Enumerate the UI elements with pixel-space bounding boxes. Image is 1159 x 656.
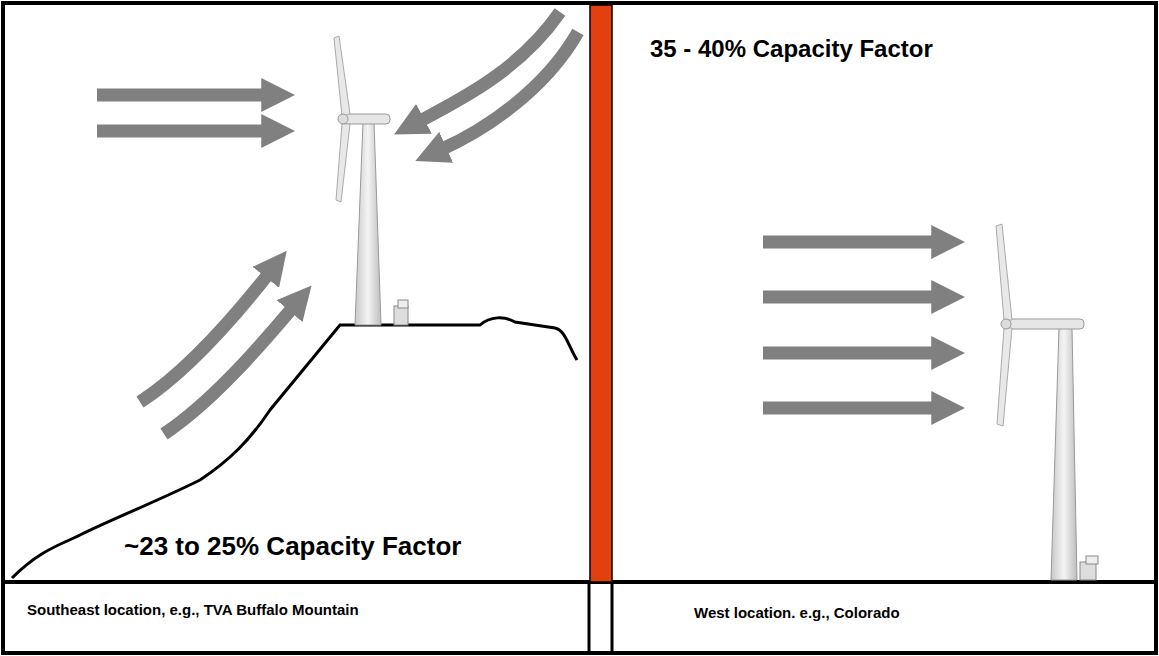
capacity-factor-label: 35 - 40% Capacity Factor [650,35,933,63]
divider [588,582,591,653]
wind-arrows [97,12,578,434]
panel: ~23 to 25% Capacity Factor [10,5,590,582]
caption-cell: Southeast location, e.g., TVA Buffalo Mo… [5,584,589,652]
location-caption: Southeast location, e.g., TVA Buffalo Mo… [27,601,359,618]
wind-arrows [763,242,938,408]
wind-turbine [996,224,1098,580]
divider [611,582,614,653]
caption-cell: West location. e.g., Colorado [614,584,1154,652]
mountain-outline [12,318,577,578]
location-caption: West location. e.g., Colorado [694,604,900,621]
panel: 35 - 40% Capacity Factor [614,5,1154,582]
outer-frame [3,3,1156,653]
divider [3,580,1156,584]
capacity-factor-label: ~23 to 25% Capacity Factor [124,532,461,562]
separator-bar [590,5,612,582]
wind-turbine [334,36,408,325]
